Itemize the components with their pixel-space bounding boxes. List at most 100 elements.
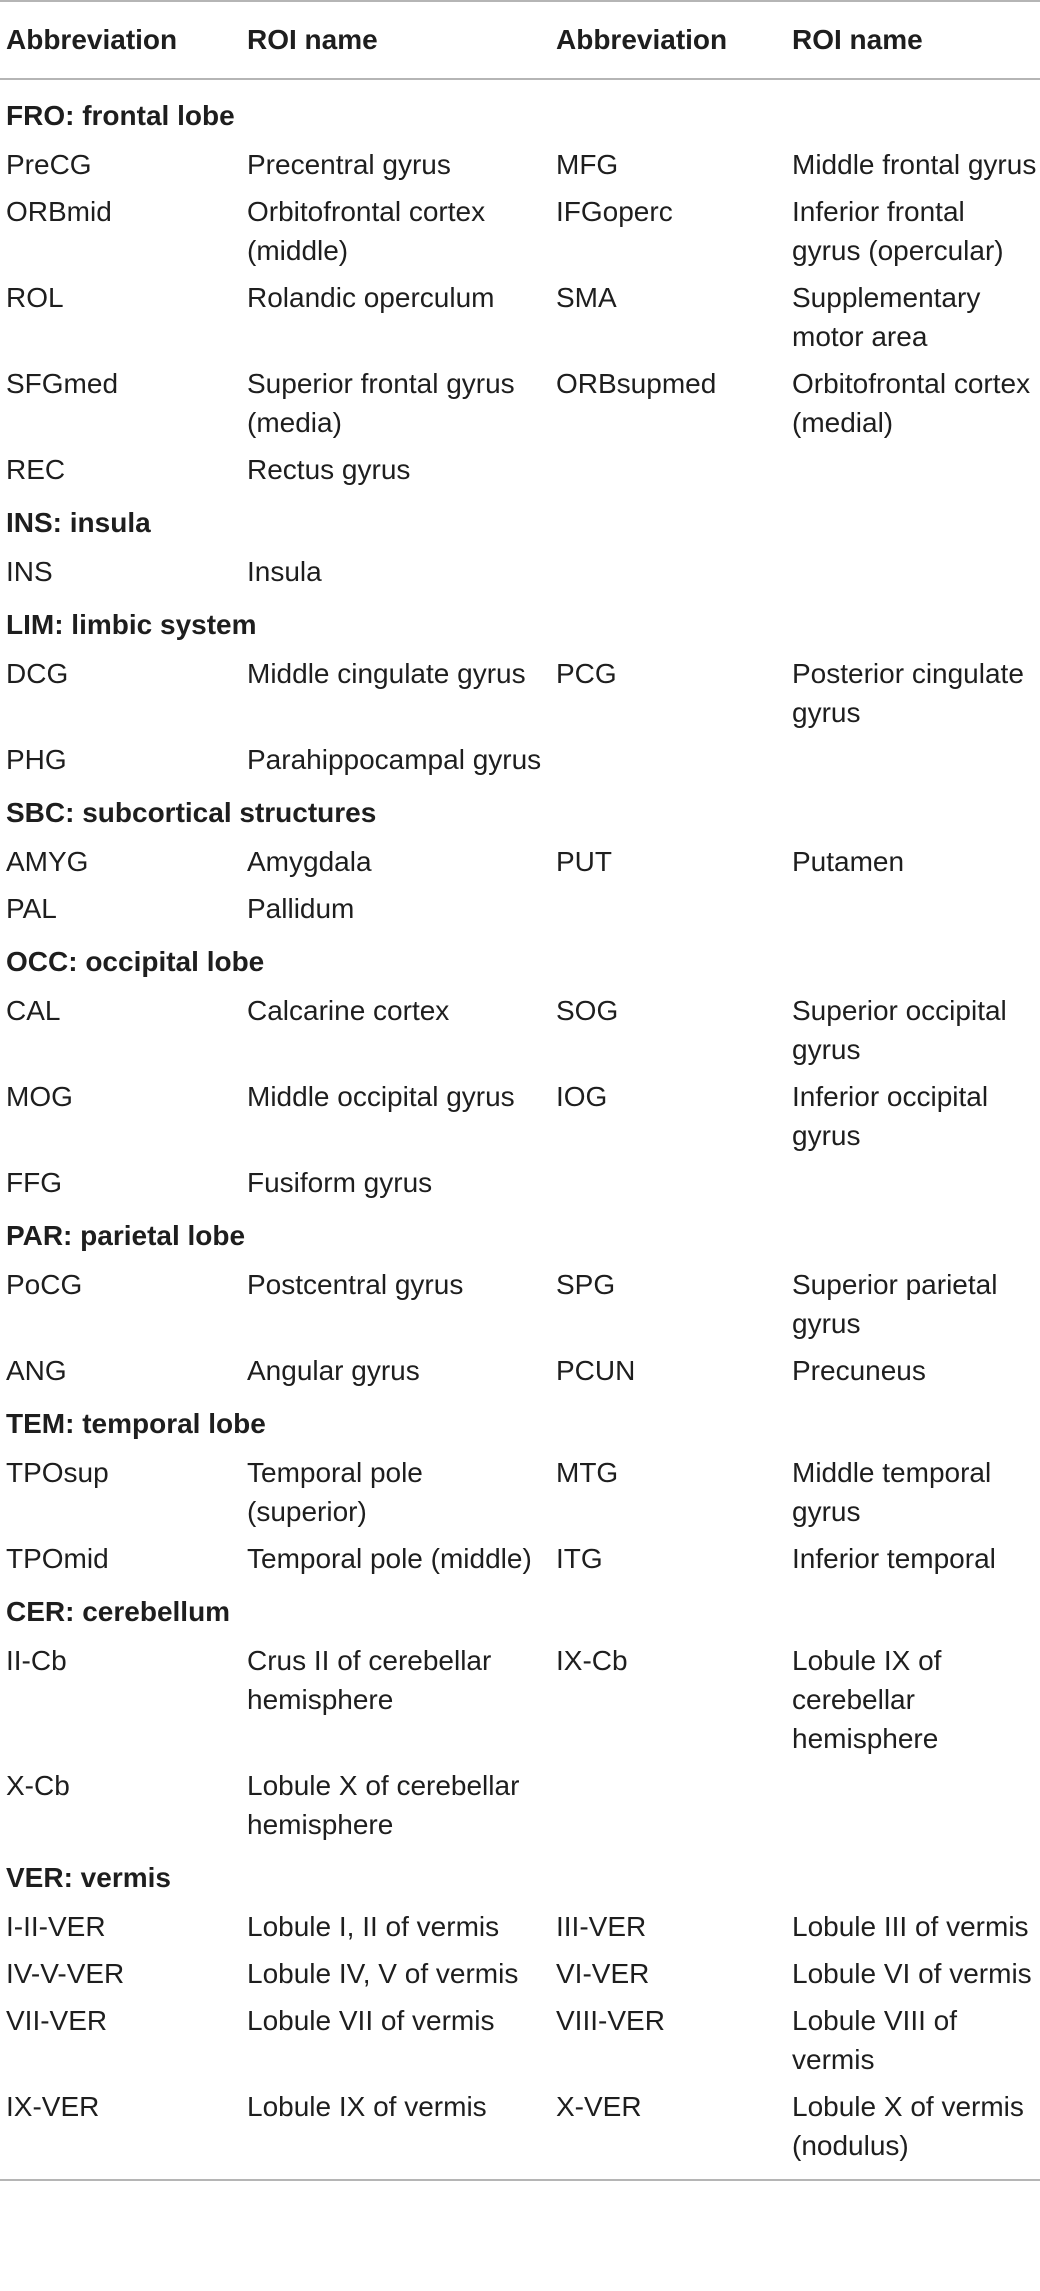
abbreviation-cell: PAL [6, 893, 57, 924]
abbreviation-cell: SOG [556, 995, 619, 1026]
abbreviation-cell: PCG [556, 658, 617, 689]
roi-name-cell: Middle frontal gyrus [792, 149, 1037, 180]
abbreviation-cell: MTG [556, 1457, 619, 1488]
roi-name-cell: Angular gyrus [247, 1355, 420, 1386]
header-row: Abbreviation ROI name Abbreviation ROI n… [0, 0, 1040, 80]
roi-name-cell: Temporal pole (middle) [247, 1543, 532, 1574]
roi-name-cell: Temporal pole (superior) [247, 1457, 423, 1527]
header-abbreviation-left: Abbreviation [0, 0, 241, 80]
abbreviation-cell: FFG [6, 1167, 62, 1198]
roi-name-cell: Superior parietal gyrus [792, 1269, 998, 1339]
abbreviation-cell: IX-VER [0, 2083, 241, 2181]
roi-name-cell: Lobule X of cerebellar hemisphere [247, 1770, 520, 1840]
roi-name-cell [786, 548, 1040, 595]
abbreviation-cell: AMYG [6, 846, 89, 877]
table-row: ANG Angular gyrus PCUN Precuneus [0, 1347, 1040, 1394]
roi-name-cell: Lobule I, II of vermis [247, 1911, 500, 1942]
roi-name-cell: Crus II of cerebellar hemisphere [247, 1645, 492, 1715]
roi-name-cell: Precuneus [792, 1355, 926, 1386]
roi-name-cell: Inferior frontal gyrus (opercular) [792, 196, 1004, 266]
abbreviation-cell [550, 1762, 786, 1848]
abbreviation-cell: TPOmid [6, 1543, 109, 1574]
abbreviation-cell: SFGmed [6, 368, 119, 399]
roi-name-cell: Pallidum [247, 893, 355, 924]
abbreviation-cell: II-Cb [6, 1645, 67, 1676]
section-header-row: OCC: occipital lobe [0, 932, 1040, 987]
section-title: VER: vermis [6, 1862, 171, 1893]
roi-name-cell: Lobule X of vermis (nodulus) [786, 2083, 1040, 2181]
abbreviation-cell: SPG [556, 1269, 616, 1300]
roi-name-cell: Inferior temporal [792, 1543, 996, 1574]
roi-name-cell: Amygdala [247, 846, 372, 877]
roi-name-cell: Lobule IV, V of vermis [247, 1958, 519, 1989]
abbreviation-cell [550, 736, 786, 783]
roi-name-cell: Rectus gyrus [247, 454, 411, 485]
section-header-row: SBC: subcortical structures [0, 783, 1040, 838]
abbreviation-cell: PHG [6, 744, 67, 775]
roi-name-cell [786, 885, 1040, 932]
abbreviation-cell: CAL [6, 995, 61, 1026]
roi-name-cell: Postcentral gyrus [247, 1269, 464, 1300]
abbreviation-cell: TPOsup [6, 1457, 109, 1488]
section-title: LIM: limbic system [6, 609, 257, 640]
section-header-row: CER: cerebellum [0, 1582, 1040, 1637]
roi-name-cell: Posterior cingulate gyrus [792, 658, 1024, 728]
table-row: TPOmid Temporal pole (middle) ITG Inferior … [0, 1535, 1040, 1582]
header-abbreviation-right: Abbreviation [550, 0, 786, 80]
section-header-row: VER: vermis [0, 1848, 1040, 1903]
roi-name-cell: Middle occipital gyrus [247, 1081, 515, 1112]
abbreviation-cell: PreCG [6, 149, 92, 180]
section-title: TEM: temporal lobe [6, 1408, 266, 1439]
abbreviation-cell: IFGoperc [556, 196, 673, 227]
roi-name-cell: Lobule VI of vermis [792, 1958, 1032, 1989]
abbreviation-cell: SMA [556, 282, 617, 313]
roi-name-cell [786, 446, 1040, 493]
roi-name-cell: Lobule III of vermis [792, 1911, 1029, 1942]
abbreviation-cell: ITG [556, 1543, 603, 1574]
section-header-row: TEM: temporal lobe [0, 1394, 1040, 1449]
roi-name-cell: Superior occipital gyrus [792, 995, 1007, 1065]
roi-name-cell [786, 1159, 1040, 1206]
abbreviation-cell: ANG [6, 1355, 67, 1386]
abbreviation-cell: PCUN [556, 1355, 636, 1386]
abbreviation-cell [550, 548, 786, 595]
table-header: Abbreviation ROI name Abbreviation ROI n… [0, 0, 1040, 80]
section-title: INS: insula [6, 507, 151, 538]
header-roi-name-right: ROI name [786, 0, 1040, 80]
roi-name-cell: Lobule IX of cerebellar hemisphere [792, 1645, 942, 1754]
abbreviation-cell: X-VER [550, 2083, 786, 2181]
roi-name-cell: Insula [247, 556, 322, 587]
roi-name-cell: Lobule IX of vermis [241, 2083, 550, 2181]
abbreviation-cell: MFG [556, 149, 619, 180]
abbreviation-cell: ORBsupmed [556, 368, 717, 399]
abbreviation-cell: VIII-VER [556, 2005, 665, 2036]
abbreviation-cell: VII-VER [6, 2005, 108, 2036]
abbreviation-cell: IV-V-VER [6, 1958, 125, 1989]
roi-name-cell: Middle cingulate gyrus [247, 658, 526, 689]
table-row: CAL Calcarine cortex SOG Superior occipital… [0, 987, 1040, 1073]
abbreviation-cell: REC [6, 454, 66, 485]
section-title: PAR: parietal lobe [6, 1220, 246, 1251]
abbreviation-cell: PUT [556, 846, 612, 877]
roi-name-cell: Calcarine cortex [247, 995, 450, 1026]
roi-name-cell: Rolandic operculum [247, 282, 495, 313]
abbreviation-cell: ORBmid [6, 196, 112, 227]
abbreviation-cell [550, 446, 786, 493]
roi-name-cell: Lobule VIII of vermis [792, 2005, 958, 2075]
abbreviation-cell [550, 885, 786, 932]
table-row: REC Rectus gyrus [0, 446, 1040, 493]
section-header-row: INS: insula [0, 493, 1040, 548]
